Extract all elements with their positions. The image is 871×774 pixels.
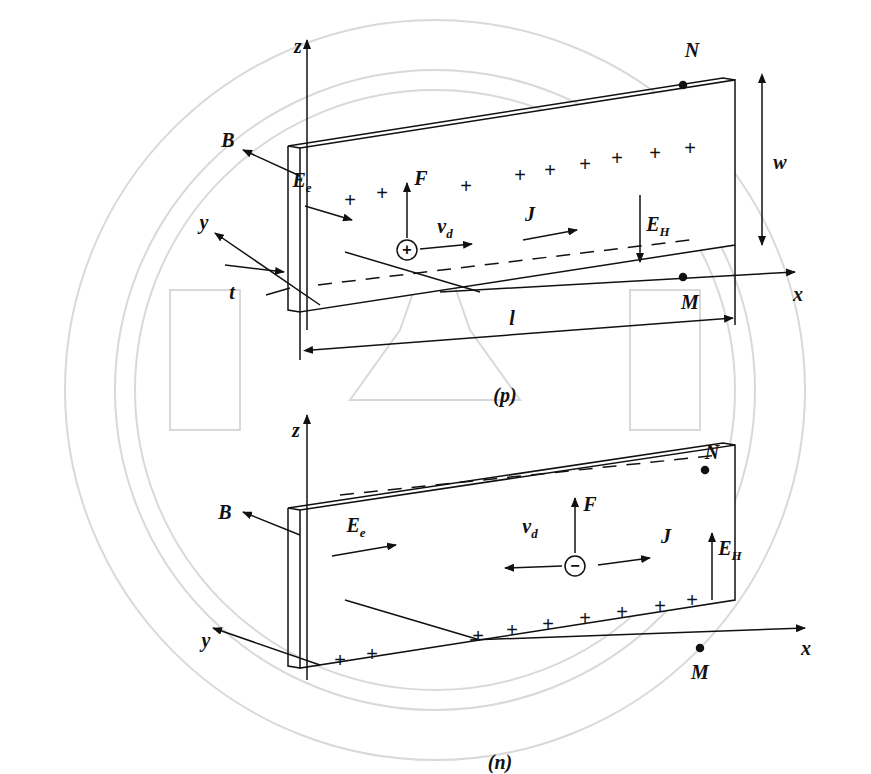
dimension-label: l	[509, 308, 515, 328]
f-arrow	[406, 183, 408, 238]
charge-sign: +	[684, 138, 696, 158]
field-label: Ee	[346, 515, 365, 539]
axis-label: z	[294, 36, 302, 56]
charge-sign: +	[649, 143, 661, 163]
current-label: J	[661, 526, 671, 546]
charge-sign: +	[506, 620, 518, 640]
charge-sign: +	[579, 154, 591, 174]
charge-sign: +	[611, 148, 623, 168]
force-label: F	[583, 494, 596, 514]
l-dimension	[312, 318, 733, 350]
t-arrow	[225, 265, 284, 272]
point-label: M	[691, 662, 709, 682]
t-arrow	[266, 288, 290, 295]
f-arrow	[574, 498, 576, 553]
y-axis	[213, 628, 320, 665]
charge-sign: +	[334, 650, 346, 670]
field-label: B	[221, 130, 234, 150]
point-m	[680, 274, 687, 281]
vd-arrow	[505, 566, 562, 568]
x-axis	[470, 628, 805, 640]
field-label: EH	[646, 214, 669, 238]
charge-sign: +	[542, 614, 554, 634]
negative-charges	[318, 240, 690, 285]
ee-arrow	[332, 545, 396, 556]
negative-charges	[340, 455, 720, 495]
charge-sign: +	[579, 608, 591, 628]
panel-label: (p)	[493, 385, 516, 405]
field-label: B	[218, 502, 231, 522]
charge-sign: +	[344, 190, 356, 210]
l-extension	[734, 245, 736, 325]
axis-label: y	[200, 212, 209, 232]
plate-p	[288, 78, 735, 312]
w-dimension	[761, 82, 763, 245]
z-axis	[306, 415, 308, 680]
eh-arrow	[711, 533, 713, 600]
point-n	[680, 82, 687, 89]
point-label: N	[705, 442, 719, 462]
charge-carrier: −	[564, 555, 586, 577]
point-label: N	[685, 40, 699, 60]
axis-label: y	[202, 630, 211, 650]
charge-sign: +	[366, 644, 378, 664]
charge-sign: −	[564, 555, 586, 577]
charge-sign: +	[376, 183, 388, 203]
j-arrow	[523, 230, 577, 240]
field-label: Ee	[292, 170, 311, 194]
charge-sign: +	[616, 602, 628, 622]
y-axis	[215, 233, 320, 305]
charge-sign: +	[686, 590, 698, 610]
dimension-label: t	[229, 282, 235, 302]
point-label: M	[681, 292, 699, 312]
panel-label: (n)	[488, 752, 512, 772]
charge-sign: +	[544, 160, 556, 180]
axis-label: z	[292, 420, 300, 440]
eh-arrow	[639, 195, 641, 262]
j-arrow	[598, 558, 650, 565]
charge-sign: +	[514, 165, 526, 185]
charge-sign: +	[472, 626, 484, 646]
velocity-label: vd	[437, 216, 452, 240]
field-label: EH	[718, 538, 741, 562]
vd-arrow	[420, 244, 472, 249]
current-label: J	[525, 204, 535, 224]
plate-n	[288, 443, 735, 668]
x-axis	[440, 272, 795, 292]
force-label: F	[414, 168, 427, 188]
guide-line	[345, 600, 480, 640]
b-arrow	[243, 512, 300, 535]
charge-carrier: +	[396, 239, 418, 261]
point-n	[702, 467, 709, 474]
charge-sign: +	[396, 239, 418, 261]
b-arrow	[243, 150, 300, 176]
charge-sign: +	[654, 596, 666, 616]
velocity-label: vd	[522, 516, 537, 540]
dimension-label: w	[773, 152, 786, 172]
axis-label: x	[793, 284, 803, 304]
point-m	[697, 645, 704, 652]
watermark-seal	[65, 20, 805, 760]
charge-sign: +	[460, 176, 472, 196]
axis-label: x	[801, 638, 811, 658]
l-extension	[299, 312, 301, 360]
